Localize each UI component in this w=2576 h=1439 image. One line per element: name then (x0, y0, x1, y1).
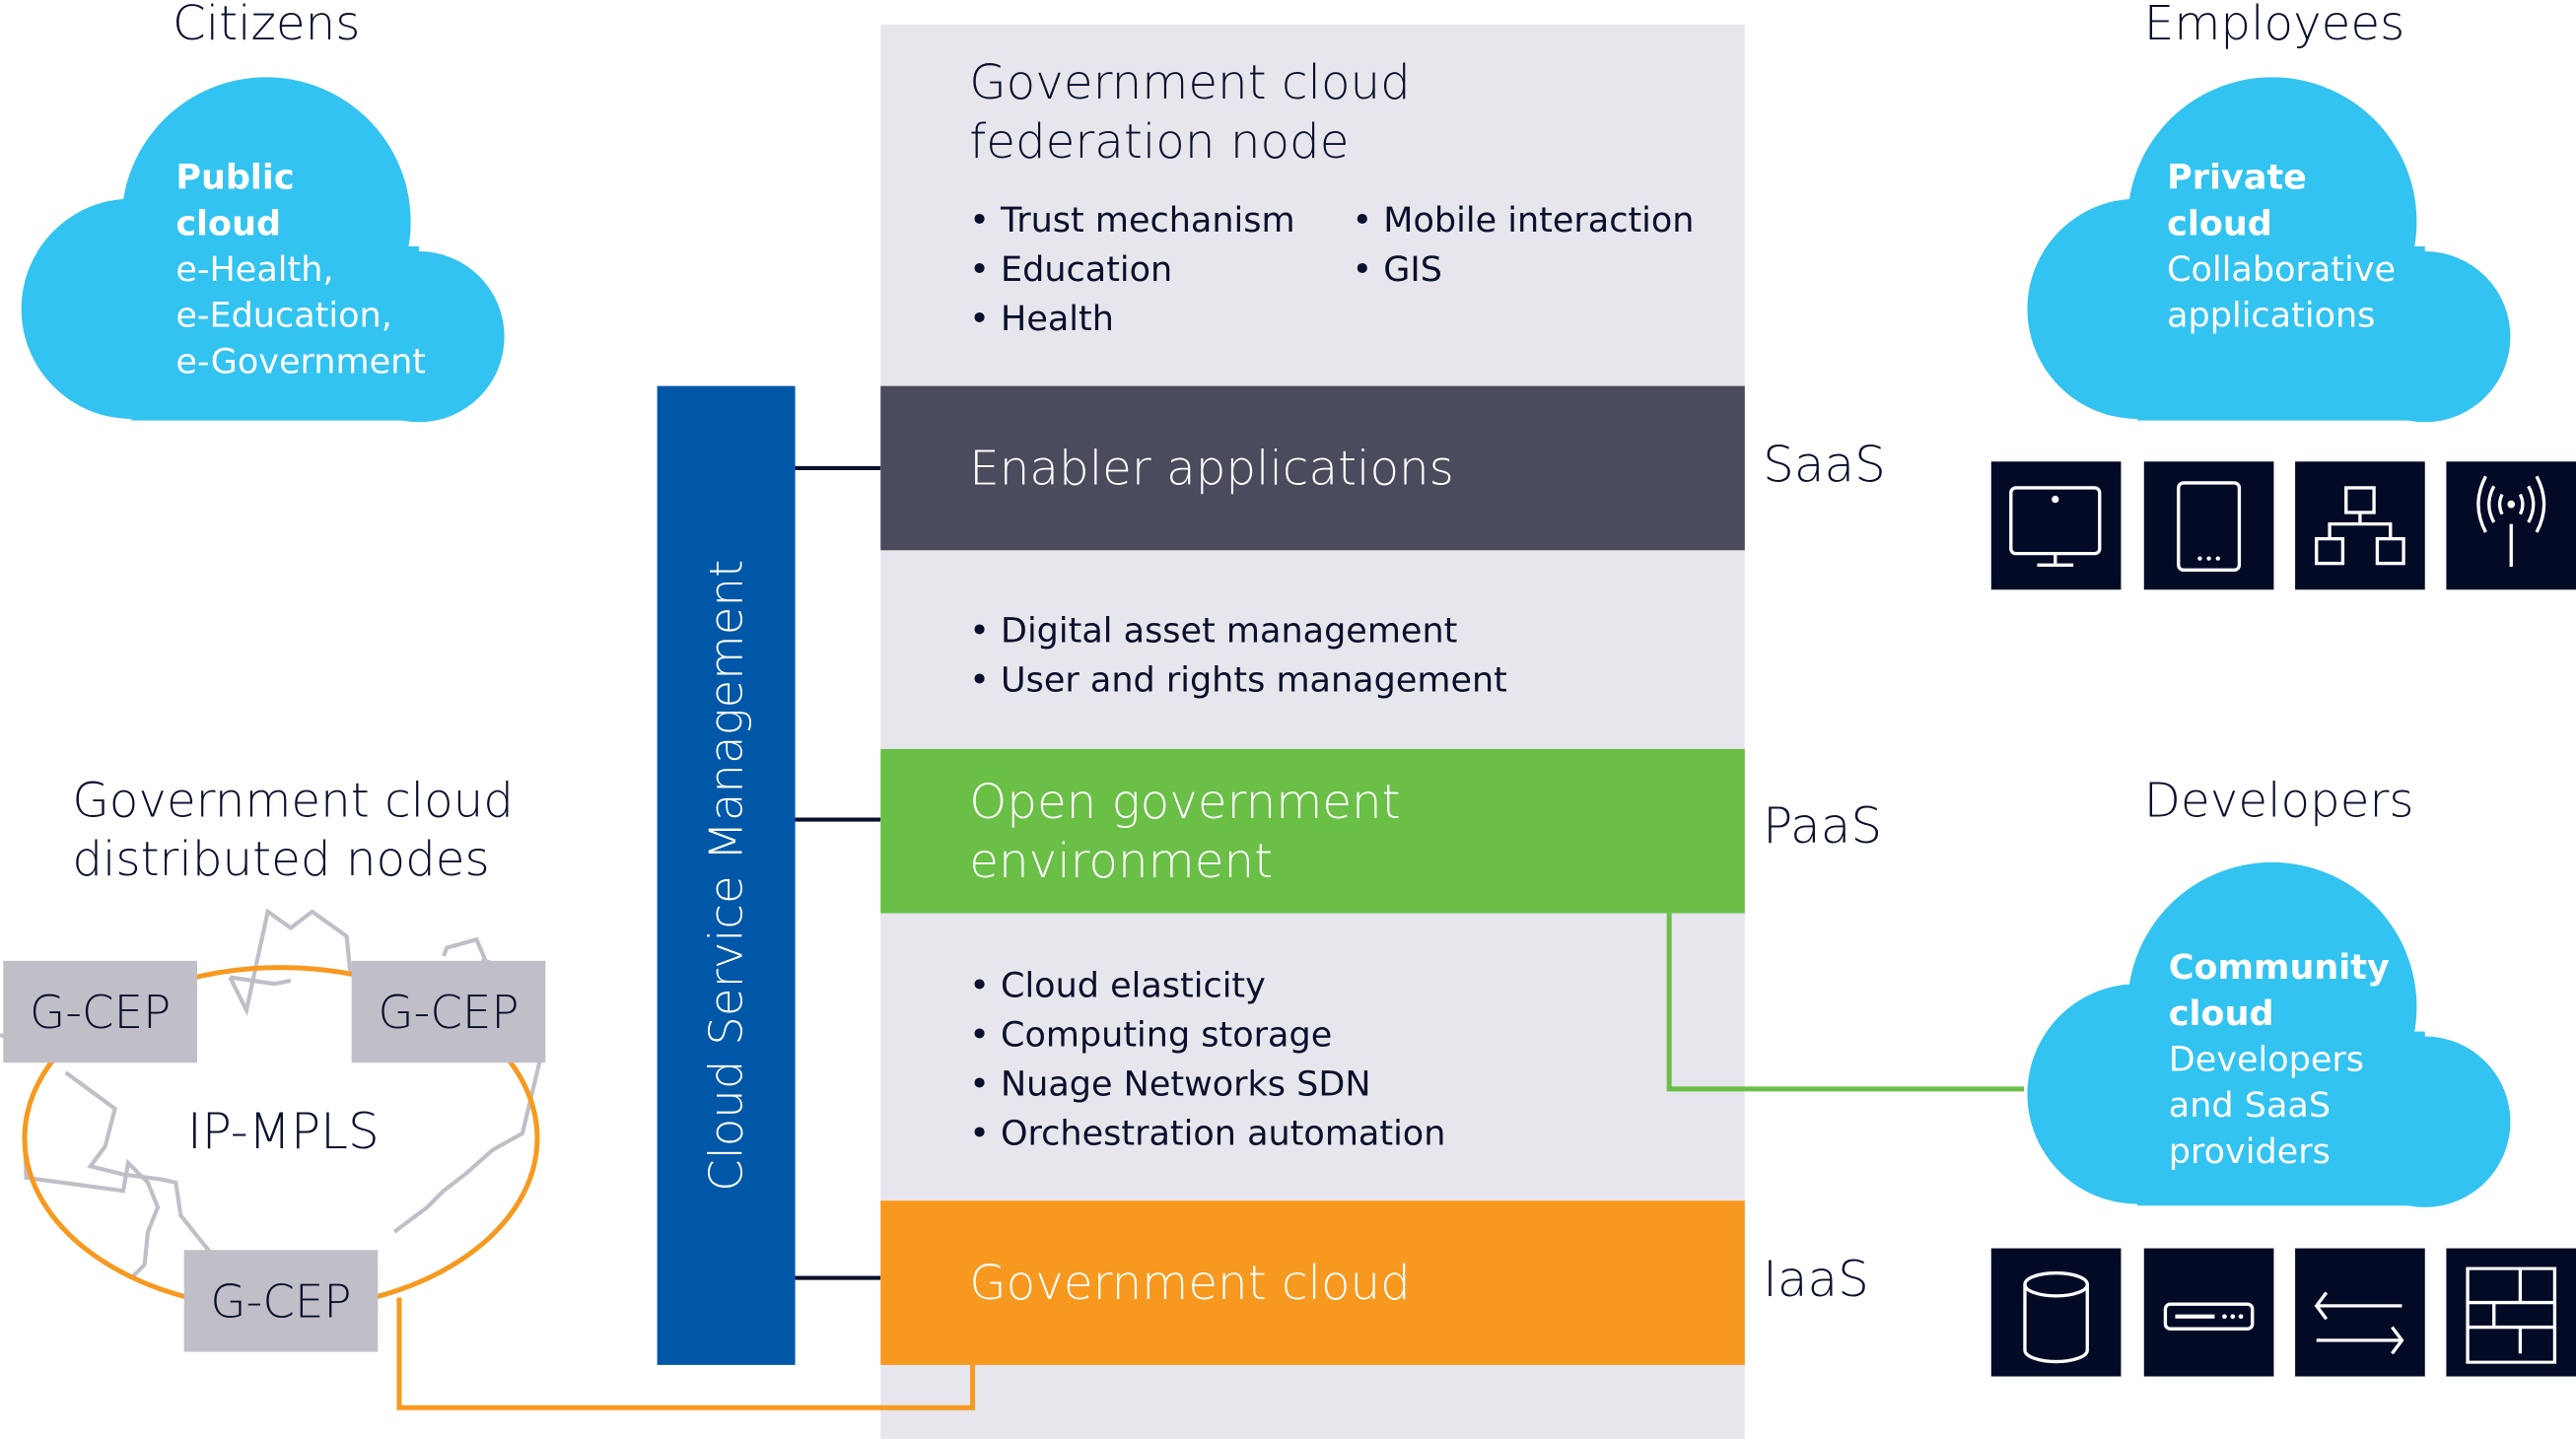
gcep-node: G-CEP (183, 1250, 379, 1352)
public-cloud-text: Public cloud e-Health, e-Education, e-Go… (175, 155, 426, 384)
paas-label: PaaS (1763, 797, 1883, 857)
cloud-service-management-bar: Cloud Service Management (657, 385, 796, 1365)
community-cloud-text: Community cloud Developers and SaaS prov… (2169, 944, 2399, 1174)
cloud-body-line: and SaaS (2168, 1085, 2332, 1126)
list-item: Computing storage (969, 1010, 1445, 1060)
monitor-icon (1990, 461, 2122, 590)
public-cloud-shape (21, 77, 505, 423)
private-cloud-text: Private cloud Collaborative applications (2167, 155, 2396, 339)
list-item: User and rights management (969, 655, 1507, 705)
list-item: Orchestration automation (969, 1109, 1445, 1158)
iaas-band: Government cloud (880, 1200, 1745, 1365)
list-item: Trust mechanism (969, 195, 1295, 244)
tablet-icon (2143, 461, 2274, 590)
paas-band-line: Open government (969, 773, 1401, 830)
antenna-icon (2446, 461, 2576, 590)
list-item: Nuage Networks SDN (969, 1060, 1445, 1109)
management-label: Cloud Service Management (699, 559, 754, 1192)
citizens-title: Citizens (172, 0, 361, 51)
federation-title-line: Government cloud (969, 53, 1411, 110)
gcep-node: G-CEP (3, 960, 197, 1063)
cloud-body-line: e-Health, (175, 249, 334, 290)
distributed-title-line: Government cloud (72, 772, 514, 828)
list-item: Cloud elasticity (969, 961, 1445, 1010)
firewall-icon (2446, 1248, 2576, 1377)
federation-title: Government cloud federation node (969, 52, 1411, 171)
private-cloud-title: Private cloud (2167, 157, 2307, 243)
distributed-title: Government cloud distributed nodes (72, 771, 514, 889)
list-item: Education (969, 244, 1294, 294)
saas-band: Enabler applications (880, 385, 1745, 551)
ip-mpls-label: IP-MPLS (186, 1103, 380, 1162)
paas-list: Cloud elasticity Computing storage Nuage… (969, 961, 1445, 1158)
cloud-body-line: e-Education, (175, 295, 392, 335)
list-item: GIS (1353, 244, 1695, 294)
hierarchy-icon (2295, 461, 2425, 590)
developers-title: Developers (2143, 772, 2414, 828)
federation-list-right: Mobile interaction GIS (1353, 195, 1695, 294)
distributed-title-line: distributed nodes (72, 831, 490, 887)
cloud-body-line: providers (2168, 1131, 2331, 1172)
list-item: Mobile interaction (1353, 195, 1694, 244)
cloud-body-line: e-Government (175, 341, 427, 381)
public-cloud-title: Public cloud (175, 157, 295, 243)
database-icon (1990, 1248, 2122, 1377)
exchange-arrows-icon (2295, 1248, 2425, 1377)
cloud-body-line: Developers (2168, 1039, 2365, 1079)
cloud-body-line: applications (2167, 295, 2376, 335)
server-icon (2143, 1248, 2274, 1377)
cloud-body-line: Collaborative (2167, 249, 2397, 290)
gcep-node: G-CEP (351, 960, 546, 1063)
iaas-label: IaaS (1763, 1251, 1869, 1310)
federation-list-left: Trust mechanism Education Health (969, 195, 1295, 343)
iaas-gcep-link (396, 1297, 976, 1410)
community-cloud-shape (2027, 861, 2511, 1207)
paas-community-link (1666, 913, 2025, 1092)
saas-label: SaaS (1763, 437, 1886, 495)
private-cloud-shape (2027, 77, 2511, 423)
employees-title: Employees (2143, 0, 2405, 51)
community-cloud-title: Community cloud (2168, 947, 2390, 1034)
list-item: Health (969, 294, 1294, 343)
paas-band-line: environment (969, 832, 1274, 889)
saas-list: Digital asset management User and rights… (969, 606, 1507, 705)
federation-title-line: federation node (969, 112, 1350, 170)
list-item: Digital asset management (969, 606, 1507, 655)
